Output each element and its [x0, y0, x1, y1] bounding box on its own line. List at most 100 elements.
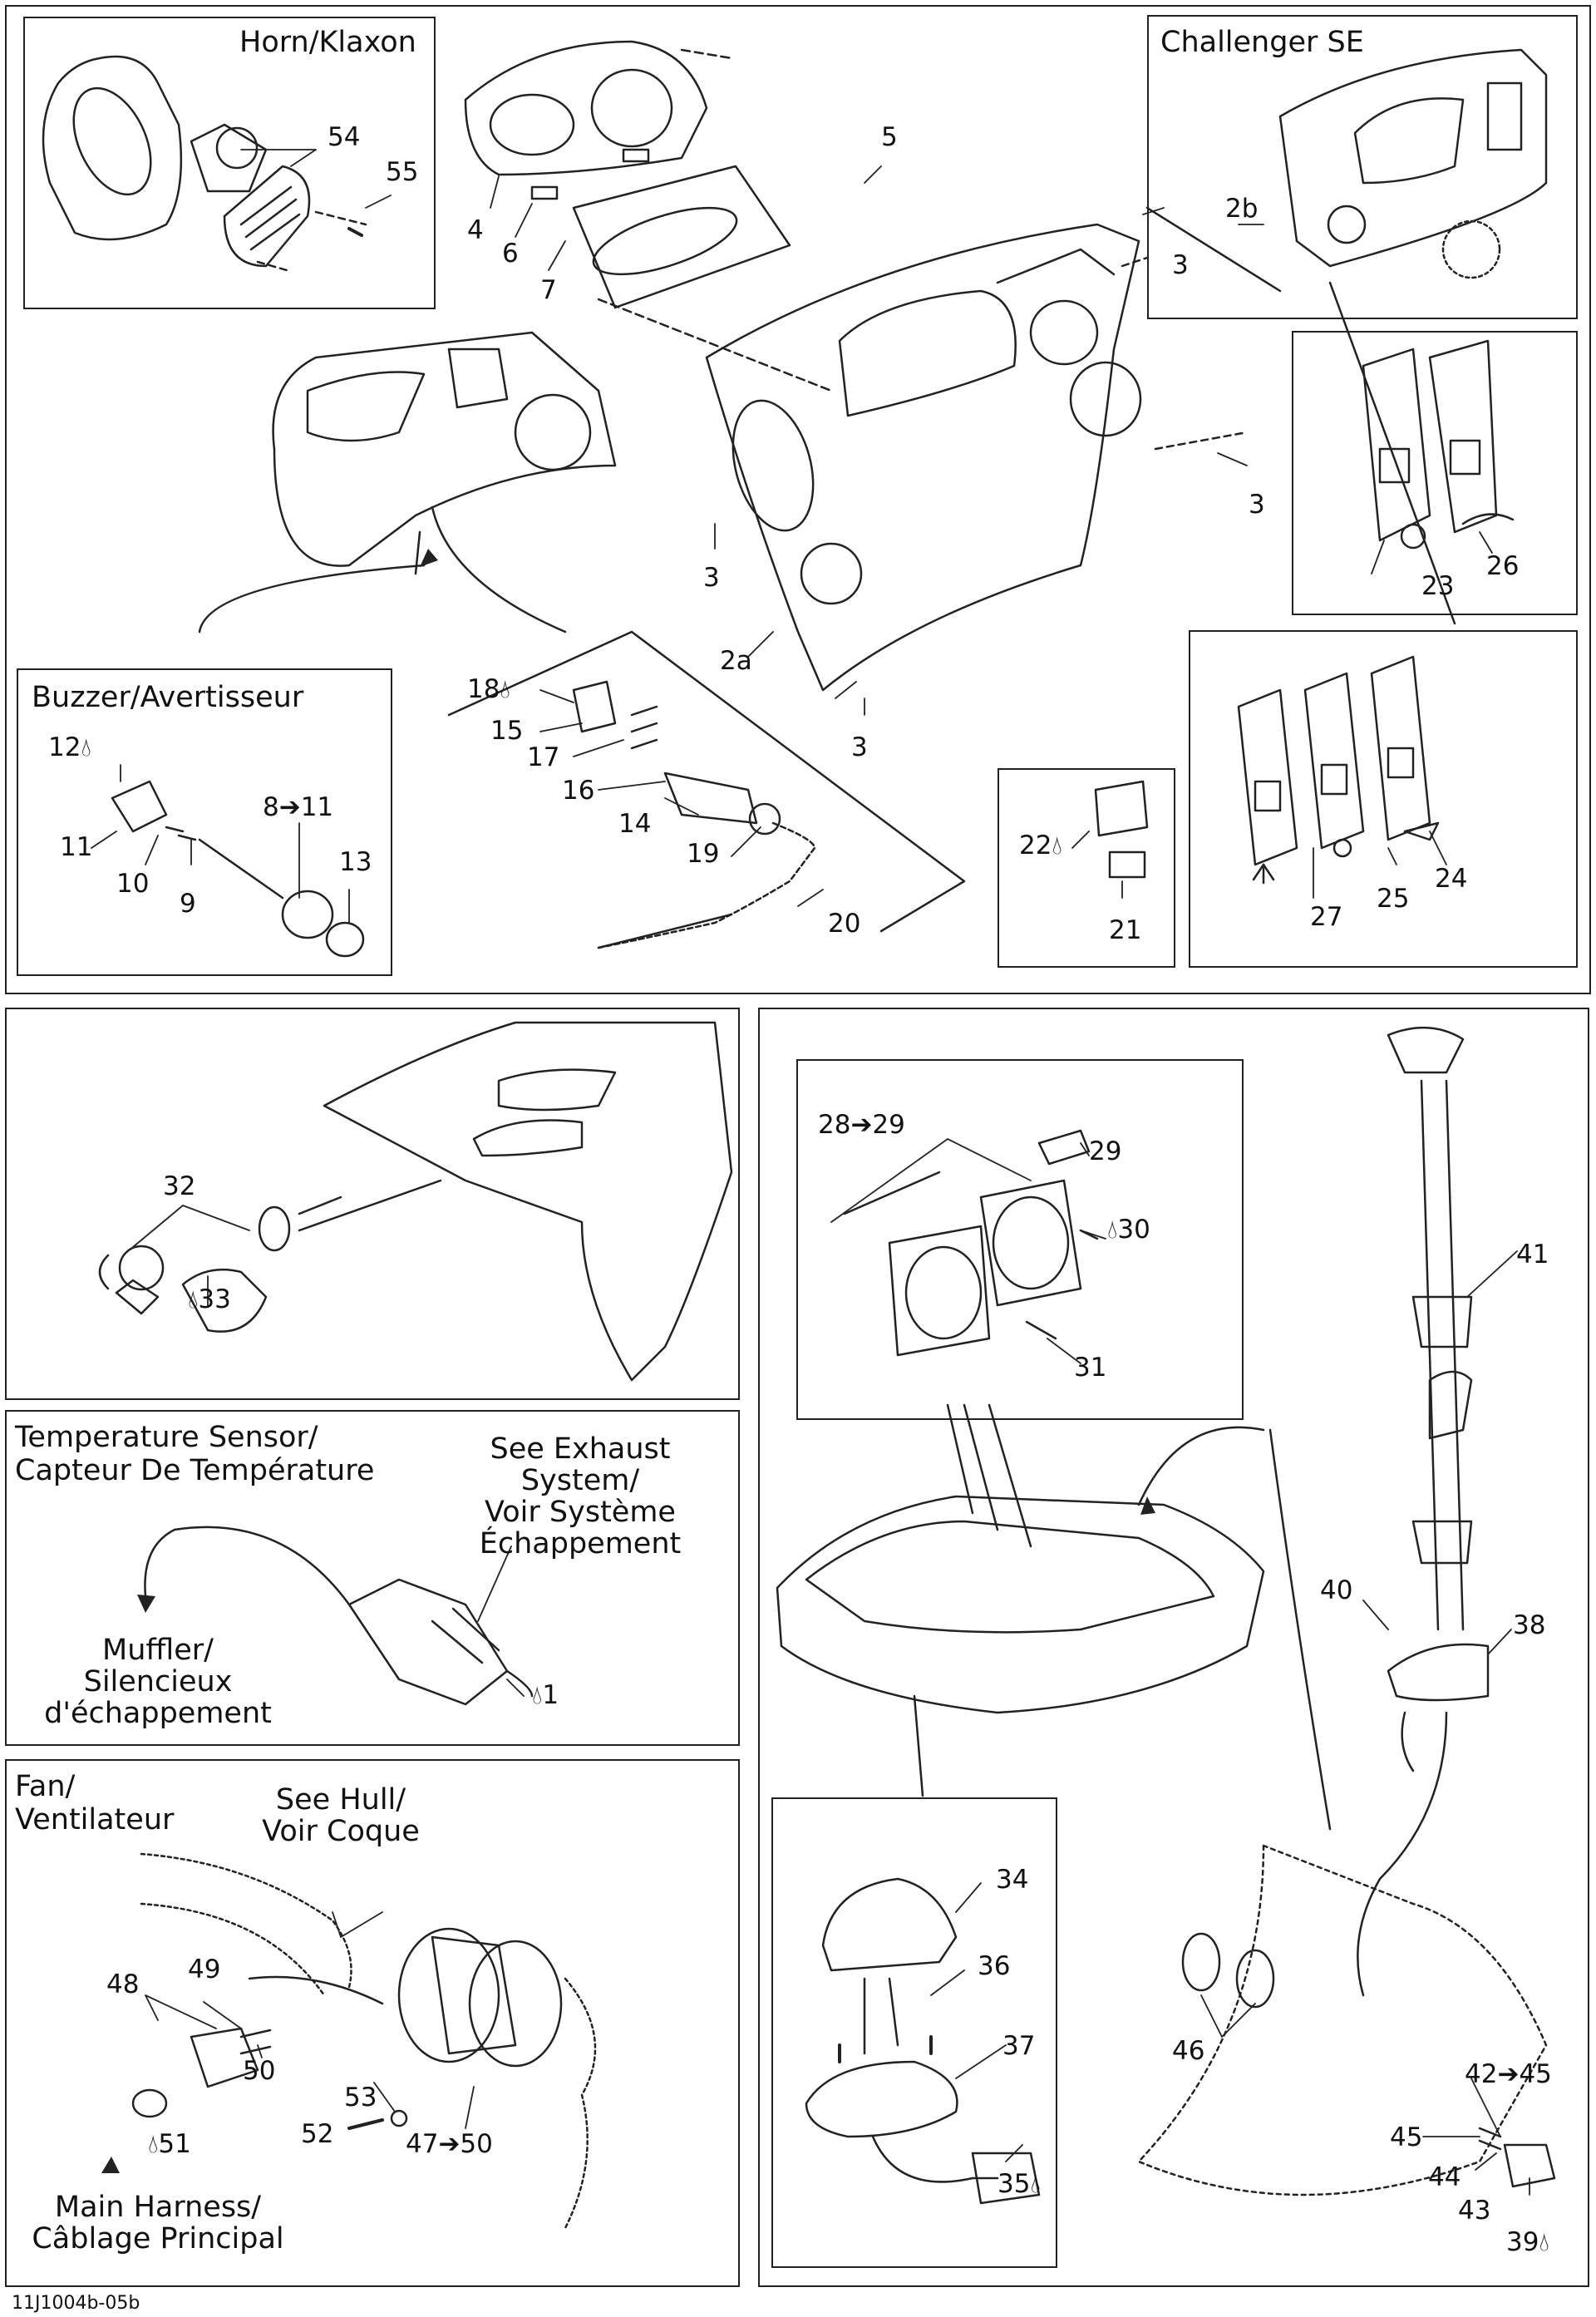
callout-28-29: 28➔29 — [818, 1110, 905, 1140]
drop-icon: 💧︎ — [81, 732, 91, 762]
see-hull-line1: See Hull/ — [275, 1783, 406, 1817]
drop-icon: 💧︎ — [500, 674, 510, 704]
callout-27: 27 — [1310, 902, 1343, 932]
callout-22-number: 22 — [1019, 831, 1052, 860]
callout-3-right: 3 — [1249, 490, 1265, 520]
callout-47-50: 47➔50 — [406, 2129, 493, 2159]
top-panel — [5, 5, 1591, 994]
callout-44: 44 — [1428, 2162, 1461, 2192]
callout-30-number: 30 — [1117, 1215, 1150, 1245]
temperature-title-line1: Temperature Sensor/ — [15, 1421, 318, 1454]
drop-icon: 💧︎ — [1107, 1215, 1118, 1245]
callout-21: 21 — [1109, 915, 1142, 945]
see-hull-line2: Voir Coque — [262, 1815, 420, 1848]
callout-46: 46 — [1172, 2036, 1205, 2066]
document-code: 11J1004b-05b — [12, 2293, 140, 2314]
callout-40: 40 — [1320, 1575, 1353, 1605]
callout-54: 54 — [328, 122, 361, 152]
callout-17: 17 — [527, 742, 560, 772]
fan-title-line1: Fan/ — [15, 1770, 76, 1803]
switch-inset-23-26 — [1292, 331, 1578, 615]
callout-18: 18💧︎ — [467, 677, 510, 702]
switch-inset-21-22 — [998, 768, 1175, 968]
callout-7: 7 — [540, 275, 557, 305]
courtesy-light-drawing — [805, 1877, 1041, 2205]
muffler-line3: d'échappement — [44, 1697, 272, 1730]
callout-51-number: 51 — [158, 2129, 191, 2159]
console-sensor-drawing — [98, 1021, 733, 1382]
challenger-inset — [1147, 15, 1578, 319]
callout-16: 16 — [562, 776, 595, 806]
buzzer-inset — [17, 668, 392, 976]
callout-4: 4 — [467, 215, 484, 245]
horn-assembly — [42, 55, 367, 272]
console-sensor-panel — [5, 1008, 740, 1400]
fan-drawing — [131, 1852, 597, 2230]
callout-3-bottom: 3 — [851, 732, 868, 762]
callout-35-number: 35 — [998, 2169, 1031, 2199]
callout-36: 36 — [978, 1951, 1011, 1981]
drop-icon: 💧︎ — [148, 2129, 159, 2159]
callout-55: 55 — [386, 157, 419, 187]
callout-49: 49 — [188, 1955, 221, 1984]
callout-18-number: 18 — [467, 674, 500, 704]
callout-10: 10 — [116, 869, 150, 899]
drop-icon: 💧︎ — [188, 1284, 199, 1314]
callout-1-number: 1 — [542, 1680, 559, 1710]
callout-45: 45 — [1390, 2122, 1423, 2152]
callout-25: 25 — [1377, 884, 1410, 914]
callout-12: 12💧︎ — [48, 735, 91, 761]
callout-51: 💧︎51 — [148, 2132, 191, 2157]
fan-title-line2: Ventilateur — [15, 1803, 175, 1836]
light-inset — [771, 1797, 1057, 2268]
callout-3-upper-right: 3 — [1172, 250, 1189, 280]
drop-icon: 💧︎ — [1052, 831, 1062, 860]
callout-9: 9 — [180, 889, 196, 919]
callout-42-45: 42➔45 — [1465, 2059, 1552, 2089]
challenger-title: Challenger SE — [1160, 26, 1364, 59]
callout-3-left: 3 — [703, 563, 720, 593]
callout-11: 11 — [60, 832, 93, 862]
fan-panel — [5, 1759, 740, 2287]
pointer-arrows — [101, 549, 1155, 2173]
switch-inset-24-27 — [1189, 630, 1578, 968]
callout-1: 💧︎1 — [532, 1683, 559, 1708]
callout-53: 53 — [344, 2083, 377, 2112]
callout-35: 35💧︎ — [998, 2172, 1041, 2197]
callout-39: 39💧︎ — [1506, 2230, 1549, 2255]
temperature-sensor-panel — [5, 1410, 740, 1746]
callout-24: 24 — [1435, 864, 1468, 894]
callout-33-number: 33 — [198, 1284, 231, 1314]
horn-inset — [23, 17, 436, 309]
see-exhaust-line2: System/ — [520, 1464, 640, 1497]
gauge-inset — [796, 1059, 1244, 1420]
callout-39-number: 39 — [1506, 2227, 1539, 2257]
callout-2a: 2a — [720, 646, 752, 676]
callout-41: 41 — [1516, 1240, 1549, 1269]
callout-15: 15 — [490, 716, 524, 746]
callout-leader-lines — [91, 149, 1530, 2196]
main-harness-line2: Câblage Principal — [32, 2222, 284, 2255]
callout-50: 50 — [243, 2056, 276, 2086]
callout-33: 💧︎33 — [188, 1287, 231, 1313]
see-exhaust-line1: See Exhaust — [490, 1432, 671, 1466]
callout-23: 23 — [1421, 571, 1455, 601]
callout-38: 38 — [1513, 1610, 1546, 1640]
stern-light-pole — [1137, 1026, 1556, 2196]
callout-14: 14 — [618, 809, 652, 839]
gauge-28-31-drawing — [843, 1129, 1099, 1357]
callout-6: 6 — [502, 239, 519, 269]
callout-31: 31 — [1074, 1353, 1107, 1383]
callout-52: 52 — [301, 2119, 334, 2149]
callout-37: 37 — [1002, 2031, 1036, 2061]
callout-34: 34 — [996, 1865, 1029, 1895]
buzzer-parts — [111, 780, 365, 958]
callout-22: 22💧︎ — [1019, 833, 1062, 859]
callout-43: 43 — [1458, 2196, 1491, 2226]
right-bottom-panel — [758, 1008, 1589, 2287]
see-exhaust-line4: Échappement — [479, 1527, 682, 1560]
callout-8-11: 8➔11 — [263, 792, 334, 822]
callout-5: 5 — [881, 122, 898, 152]
callout-2b: 2b — [1225, 194, 1259, 224]
